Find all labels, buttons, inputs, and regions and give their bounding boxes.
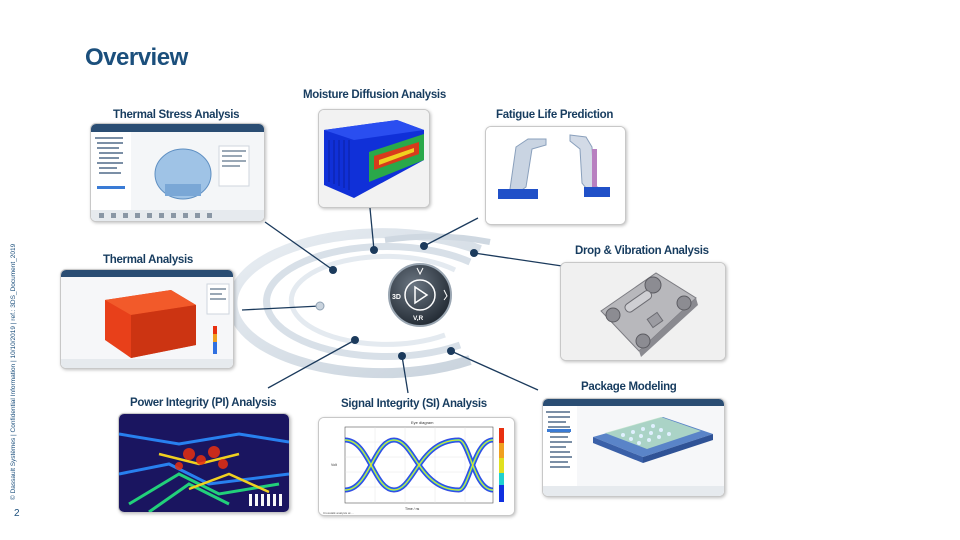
- label-thermal: Thermal Analysis: [103, 254, 194, 266]
- connector-moisture: [369, 207, 375, 251]
- thumb-signal-integrity[interactable]: Eye diagram Time / ns Crosstalk analysis…: [318, 417, 515, 516]
- ring-inner: [288, 253, 457, 347]
- connector-power: [267, 339, 356, 389]
- connector-dot: [420, 242, 428, 250]
- page-title: Overview: [85, 44, 188, 71]
- connector-dot: [447, 347, 455, 355]
- compass-icon: 3D V,R: [388, 263, 452, 327]
- thumb-drop-vibration[interactable]: [560, 262, 726, 361]
- connector-thermal-stress: [264, 221, 334, 271]
- eye-diagram-xlabel: Time / ns: [405, 507, 420, 511]
- connector-dot: [398, 352, 406, 360]
- label-signal-integrity: Signal Integrity (SI) Analysis: [341, 398, 487, 410]
- connector-fatigue: [423, 217, 479, 247]
- thumb-fatigue-life[interactable]: [485, 126, 626, 225]
- label-moisture-diffusion: Moisture Diffusion Analysis: [303, 89, 446, 101]
- label-thermal-stress: Thermal Stress Analysis: [113, 109, 240, 121]
- label-fatigue-life: Fatigue Life Prediction: [496, 109, 614, 121]
- eye-diagram-note: Crosstalk analysis at ...: [323, 511, 354, 515]
- connector-dot: [470, 249, 478, 257]
- connector-dot: [329, 266, 337, 274]
- compass-left-label: 3D: [392, 294, 401, 301]
- connector-dot: [315, 301, 325, 311]
- connector-signal: [401, 355, 409, 394]
- thumb-power-integrity[interactable]: [118, 413, 290, 513]
- connector-dot: [351, 336, 359, 344]
- label-drop-vibration: Drop & Vibration Analysis: [575, 245, 709, 257]
- thumb-thermal[interactable]: [60, 269, 234, 369]
- compass-bottom-label: V,R: [413, 315, 424, 322]
- connector-dot: [370, 246, 378, 254]
- thumb-moisture-diffusion[interactable]: [318, 109, 430, 208]
- ring-mid: [263, 243, 472, 361]
- connector-package: [450, 350, 539, 391]
- connector-drop: [473, 252, 563, 267]
- connector-thermal: [241, 305, 321, 311]
- eye-diagram-ylabel: Volt: [331, 463, 337, 467]
- label-package-modeling: Package Modeling: [581, 381, 677, 393]
- label-power-integrity: Power Integrity (PI) Analysis: [130, 397, 277, 409]
- eye-diagram-title: Eye diagram: [411, 420, 434, 425]
- thumb-package-modeling[interactable]: [542, 398, 725, 497]
- page-number: 2: [14, 508, 20, 519]
- thumb-thermal-stress[interactable]: [90, 123, 265, 222]
